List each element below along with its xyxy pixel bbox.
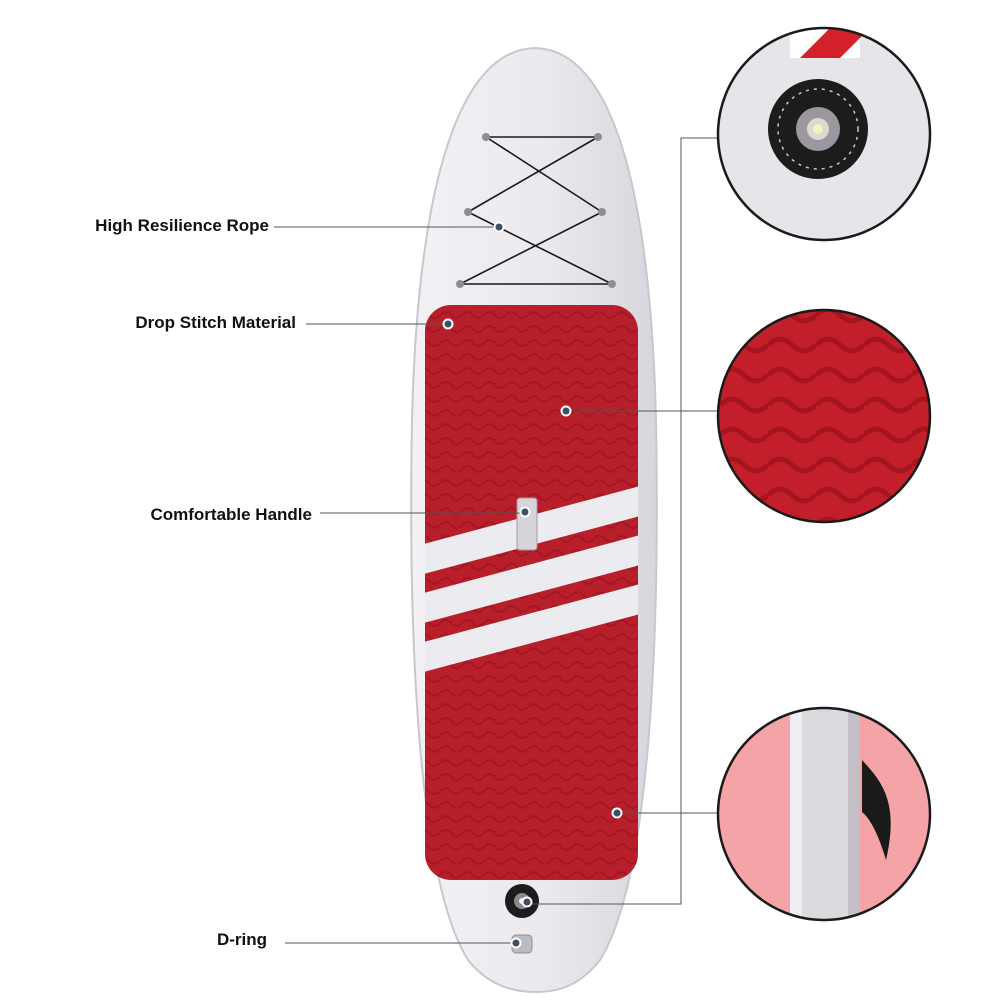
leader-lines <box>274 137 718 944</box>
label-high-resilience-rope: High Resilience Rope <box>95 216 269 235</box>
valve-closeup-icon <box>716 26 932 242</box>
carry-handle <box>516 497 538 551</box>
bungee-rope <box>459 136 613 285</box>
deck-pad-texture-closeup-icon <box>716 308 932 524</box>
label-d-ring: D-ring <box>216 930 267 949</box>
paddle-board <box>410 46 658 994</box>
callout-dots <box>442 221 623 949</box>
label-comfortable-handle: Comfortable Handle <box>150 505 312 524</box>
fin-closeup-icon <box>716 706 932 922</box>
label-drop-stitch-material: Drop Stitch Material <box>135 313 296 332</box>
rope-anchors <box>456 133 616 288</box>
